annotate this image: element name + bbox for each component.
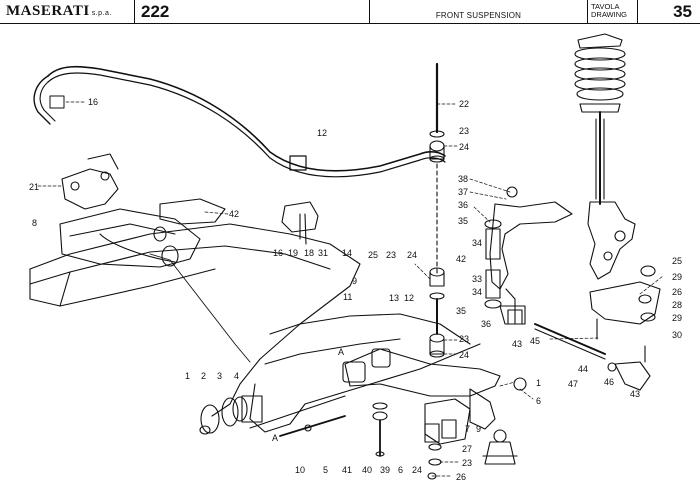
callout-label: 46 xyxy=(604,377,614,387)
callout-label: 23 xyxy=(386,250,396,260)
leader-lines xyxy=(37,101,664,477)
callout-label: 33 xyxy=(472,274,482,284)
callout-label: 12 xyxy=(404,293,414,303)
lower-wishbone xyxy=(342,348,527,430)
exploded-view-drawing: 16 12 22 23 24 21 8 42 16 19 18 31 14 38… xyxy=(29,33,682,482)
callout-label: 14 xyxy=(342,248,352,258)
callout-label: 43 xyxy=(630,389,640,399)
callout-label: 42 xyxy=(456,254,466,264)
callout-label: 8 xyxy=(32,218,37,228)
page-number-cell: 222 xyxy=(135,0,370,23)
pivot-bolt xyxy=(279,415,346,437)
callout-label: 31 xyxy=(318,248,328,258)
callout-label: 26 xyxy=(456,472,466,482)
label-drawing: DRAWING xyxy=(591,10,627,19)
callout-label: 24 xyxy=(459,350,469,360)
callout-label: 10 xyxy=(295,465,305,475)
callout-label: A xyxy=(272,433,278,443)
callout-label: 24 xyxy=(412,465,422,475)
callout-label: 23 xyxy=(459,334,469,344)
callout-label: 23 xyxy=(462,458,472,468)
tie-rod xyxy=(507,309,651,391)
callout-label: 6 xyxy=(398,465,403,475)
callout-label: 21 xyxy=(29,182,39,192)
section-title: FRONT SUSPENSION xyxy=(435,11,522,20)
callout-label: 16 xyxy=(273,248,283,258)
drawing-label-cell: TAVOLA DRAWING xyxy=(588,0,638,23)
callout-label: 29 xyxy=(672,272,682,282)
section-title-cell: FRONT SUSPENSION xyxy=(370,0,588,23)
ball-joint xyxy=(482,429,518,465)
callout-label: 6 xyxy=(536,396,541,406)
callout-label: 23 xyxy=(459,126,469,136)
lower-control-arm-right xyxy=(589,265,661,340)
callout-label: 41 xyxy=(342,465,352,475)
callout-label: 35 xyxy=(456,306,466,316)
upper-control-arm-right xyxy=(484,186,573,325)
callout-label: 39 xyxy=(380,465,390,475)
callout-label: 2 xyxy=(201,371,206,381)
callout-label: A xyxy=(338,347,344,357)
callout-label: 13 xyxy=(389,293,399,303)
label-tavola: TAVOLA xyxy=(591,2,620,11)
callout-label: 4 xyxy=(234,371,239,381)
part-callouts: 16 12 22 23 24 21 8 42 16 19 18 31 14 38… xyxy=(29,97,682,482)
callout-label: 26 xyxy=(672,287,682,297)
callout-label: 1 xyxy=(536,378,541,388)
vertical-bolt xyxy=(372,402,388,457)
callout-label: 25 xyxy=(368,250,378,260)
front-subframe xyxy=(29,208,481,433)
callout-label: 1 xyxy=(185,371,190,381)
lower-bush-assembly-left xyxy=(199,395,346,435)
drawing-number-cell: 35 xyxy=(638,0,700,23)
callout-label: 9 xyxy=(476,424,481,434)
callout-label: 43 xyxy=(512,339,522,349)
drawing-number: 35 xyxy=(673,2,692,21)
coil-spring-damper xyxy=(574,33,626,205)
callout-label: 9 xyxy=(352,276,357,286)
callout-label: 16 xyxy=(88,97,98,107)
callout-label: 42 xyxy=(229,209,239,219)
bar-clamp xyxy=(281,201,319,245)
page-number: 222 xyxy=(141,2,170,21)
callout-label: 18 xyxy=(304,248,314,258)
steering-knuckle xyxy=(587,201,636,280)
callout-label: 22 xyxy=(459,99,469,109)
callout-label: 45 xyxy=(530,336,540,346)
callout-label: 28 xyxy=(672,300,682,310)
callout-label: 34 xyxy=(472,238,482,248)
callout-label: 29 xyxy=(672,313,682,323)
brand-name: MASERATI xyxy=(6,3,90,19)
callout-label: 24 xyxy=(407,250,417,260)
callout-label: 35 xyxy=(458,216,468,226)
callout-label: 27 xyxy=(462,444,472,454)
callout-label: 40 xyxy=(362,465,372,475)
callout-label: 11 xyxy=(343,292,352,302)
callout-label: 5 xyxy=(323,465,328,475)
stabilizer-bar xyxy=(33,65,446,178)
stabilizer-link xyxy=(429,62,445,358)
callout-label: 47 xyxy=(568,379,578,389)
callout-label: 44 xyxy=(578,364,588,374)
upper-arm-left xyxy=(61,153,226,225)
callout-label: 34 xyxy=(472,287,482,297)
callout-label: 30 xyxy=(672,330,682,340)
brand-suffix: s.p.a. xyxy=(91,10,112,17)
callout-label: 25 xyxy=(672,256,682,266)
callout-label: 24 xyxy=(459,142,469,152)
callout-label: 36 xyxy=(458,200,468,210)
callout-label: 12 xyxy=(317,128,327,138)
callout-label: 37 xyxy=(458,187,468,197)
callout-label: 19 xyxy=(288,248,298,258)
callout-label: 7 xyxy=(465,424,470,434)
callout-label: 36 xyxy=(481,319,491,329)
callout-label: 38 xyxy=(458,174,468,184)
callout-label: 3 xyxy=(217,371,222,381)
